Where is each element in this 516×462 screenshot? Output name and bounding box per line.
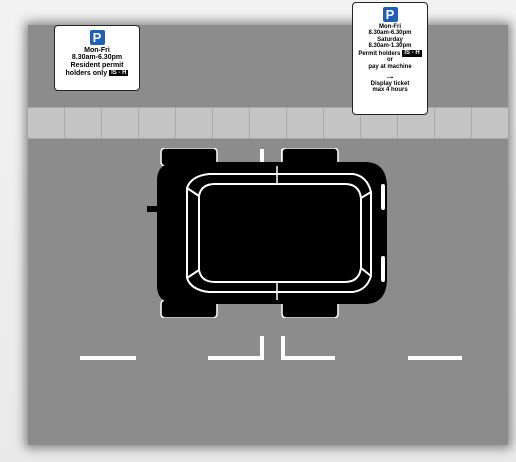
sign-hours: 8.30am-6.30pm (71, 54, 123, 62)
sign-permit-text: Permit holders (358, 50, 401, 57)
parking-sign-right: P Mon-Fri 8.30am-6.30pm Saturday 8.30am-… (352, 2, 428, 115)
car-top-view (147, 148, 387, 318)
sign-display: Display ticket (370, 80, 410, 87)
car-pillar-1 (186, 187, 200, 197)
sign-pay: pay at machine (368, 64, 412, 71)
bay-marking-bottom-left-horizontal (208, 356, 264, 360)
parking-p-icon: P (382, 7, 398, 22)
bay-marking-top-left (260, 149, 264, 167)
car-pillar-2 (360, 191, 372, 199)
sign-holders-text: holders only (65, 69, 108, 77)
sign-max: max 4 hours (372, 87, 408, 94)
sign-hours: 8.30am-6.30pm (368, 30, 412, 37)
car-headlight-top (381, 184, 385, 210)
bay-marking-bottom-right-horizontal (281, 356, 335, 360)
parking-sign-left: P Mon-Fri 8.30am-6.30pm Resident permit … (54, 25, 140, 91)
parking-p-icon: P (89, 30, 105, 45)
car-pillar-3 (186, 269, 200, 279)
zone-badge: IS - H (402, 49, 422, 57)
bay-marking-bottom-right-vertical (281, 336, 285, 360)
sign-text-line3: Resident permit (70, 61, 124, 69)
car-pillar-4 (360, 267, 372, 277)
zone-badge: IS - H (109, 69, 129, 77)
sign-saturday-hours: 8.30am-1.30pm (368, 43, 412, 50)
sign-or: or (387, 57, 393, 64)
road-line-left (80, 356, 136, 360)
road-line-right (408, 356, 462, 360)
car-headlight-bottom (381, 256, 385, 282)
car-roof-panel (198, 183, 362, 283)
sign-saturday: Saturday (377, 36, 403, 43)
arrow-right-icon: → (384, 69, 396, 82)
pavement (28, 107, 508, 139)
sign-days: Mon-Fri (379, 23, 401, 30)
car-mirror (147, 206, 159, 212)
bay-marking-bottom-left-vertical (260, 336, 264, 360)
sign-days: Mon-Fri (84, 46, 110, 54)
